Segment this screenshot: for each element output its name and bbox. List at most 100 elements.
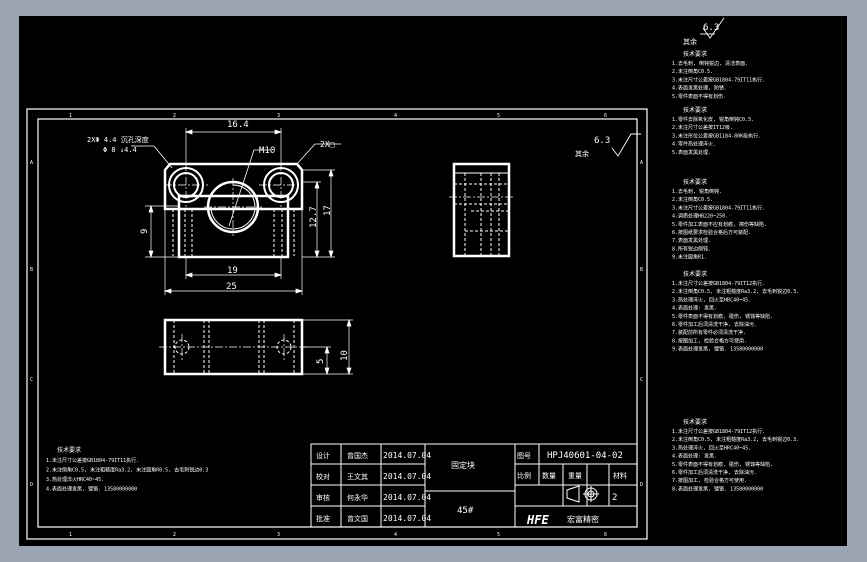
side-note-line: 3.未注尺寸公差按GB1804-79IT11执行. (672, 204, 765, 211)
side-note-line: 1.未注尺寸公差按GB1804-79IT12执行. (672, 280, 765, 287)
title-block (310, 443, 638, 528)
side-note-line: 9.表面处理发黑, 镀铬. 13580000000 (672, 346, 763, 353)
side-note-line: 2.未注倒角C0.5. (672, 68, 713, 75)
side-note-line: 7.装配前所有零件必须清洗干净. (672, 329, 746, 336)
zone-column-top: 2 (173, 113, 176, 119)
top-view (159, 318, 353, 376)
side-note-line: 9.未注圆角R1. (672, 254, 707, 261)
zone-row-left: A (30, 160, 33, 166)
side-view (449, 162, 514, 258)
zone-column-bottom: 1 (69, 532, 72, 538)
projection-symbol (566, 485, 599, 503)
zone-column-bottom: 3 (277, 532, 280, 538)
note-line: 4.表面处理发黑, 镀铬. 13580000000 (46, 486, 137, 493)
zone-row-right: D (640, 482, 643, 488)
note-title: 技术要求 (57, 446, 81, 454)
sheet-number: 2 (612, 493, 617, 503)
side-note-line: 1.零件去除氧化皮, 锐角倒钝C0.5. (672, 116, 754, 123)
zone-column-top: 5 (497, 113, 500, 119)
roughness-main-value: 6.3 (594, 136, 610, 146)
roughness-main-label: 其余 (575, 149, 589, 158)
part-name: 固定块 (451, 460, 475, 470)
note-line: 2.未注倒角C0.5, 未注粗糙度Ra3.2, 未注圆角R0.5, 去毛刺锐边0… (46, 467, 208, 474)
dim-thread: M10 (259, 146, 275, 156)
side-note-line: 5.零件表面不得有划痕, 碰伤, 锈蚀等缺陷. (672, 461, 773, 468)
title-date: 2014.07.04 (383, 493, 431, 502)
zone-row-right: A (640, 160, 643, 166)
title-role: 设计 (316, 451, 330, 460)
side-note-line: 4.表面处理: 发黑. (672, 305, 717, 312)
side-note-line: 4.表面发黑处理, 防锈. (672, 85, 727, 92)
side-note-line: 5.零件加工表面不应有划痕, 擦伤等缺陷. (672, 221, 767, 228)
title-role: 批准 (316, 514, 330, 523)
dim-counterbore-depth: Φ 8 ↓4.4 (103, 146, 137, 154)
note-line: 3.热处理淬火HRC40~45. (46, 476, 104, 483)
note-line: 1.未注尺寸公差按GB1804-79IT11执行. (46, 457, 139, 464)
side-note-line: 8.所有锐边倒钝. (672, 245, 711, 252)
side-note-line: 2.未注尺寸公差按IT12级. (672, 124, 733, 131)
company-logo: HFE (526, 513, 549, 527)
zone-column-top: 1 (69, 113, 72, 119)
side-note-line: 2.未注倒角C0.5, 未注粗糙度Ra3.2, 去毛刺锐边0.3. (672, 436, 799, 443)
front-view (131, 128, 341, 295)
material: 45# (457, 506, 474, 516)
side-note-line: 5.零件表面不得有划伤. (672, 93, 726, 100)
title-name: 曾国杰 (347, 451, 368, 460)
title-role: 校对 (316, 472, 330, 481)
side-note-line: 3.热处理淬火, 回火至HRC40~45. (672, 296, 751, 303)
zone-column-bottom: 4 (394, 532, 397, 538)
title-role: 审核 (316, 493, 330, 502)
zone-row-right: C (640, 377, 643, 383)
dim-width-inner: 19 (227, 266, 238, 276)
side-note-line: 8.按图加工, 检验合格方可使用. (672, 337, 747, 344)
zone-row-right: B (640, 267, 643, 273)
dim-bottom-height: 10 (340, 350, 350, 361)
side-note-line: 7.表面发黑处理. (672, 237, 711, 244)
roughness-symbol-main (611, 133, 641, 157)
dim-left-height: 9 (140, 229, 150, 234)
side-note-title: 技术要求 (683, 106, 707, 114)
title-header: 比例 (517, 471, 531, 480)
side-note-line: 4.调质处理HB220~250. (672, 213, 728, 220)
drawing-number-label: 图号 (517, 452, 531, 460)
title-name: 曾文国 (347, 514, 368, 523)
zone-row-left: C (30, 377, 33, 383)
roughness-side-label: 其余 (683, 37, 697, 46)
side-note-line: 6.零件加工后须清洗干净, 去除油污. (672, 321, 757, 328)
side-note-line: 1.去毛刺, 锐角倒钝. (672, 188, 722, 195)
side-note-line: 6.按图纸要求检验合格后方可装配. (672, 229, 751, 236)
dim-chamfer: 2X□ (320, 140, 335, 149)
zone-column-bottom: 2 (173, 532, 176, 538)
zone-row-left: B (30, 267, 33, 273)
title-header: 重量 (568, 472, 582, 480)
side-note-line: 8.表面处理发黑, 镀铬. 13580000000 (672, 485, 763, 492)
side-note-line: 3.热处理淬火, 回火至HRC40~45. (672, 444, 751, 451)
side-note-line: 4.表面处理: 发黑. (672, 453, 717, 460)
side-note-line: 1.未注尺寸公差按GB1804-79IT12执行. (672, 428, 765, 435)
side-note-line: 7.按图加工, 检验合格方可使用. (672, 477, 747, 484)
zone-row-left: D (30, 482, 33, 488)
side-note-line: 5.零件表面不得有划痕, 碰伤, 锈蚀等缺陷. (672, 313, 773, 320)
drawing-number: HPJ40601-04-02 (547, 451, 623, 461)
title-name: 王文其 (347, 472, 368, 481)
dim-height-inner: 12.7 (309, 206, 319, 228)
title-date: 2014.07.04 (383, 472, 431, 481)
title-date: 2014.07.04 (383, 451, 431, 460)
side-note-line: 3.未注尺寸公差按GB1804-79IT11执行. (672, 76, 765, 83)
zone-column-top: 6 (604, 113, 607, 119)
side-note-line: 3.未注形位公差按GB1184-80K级执行. (672, 132, 761, 139)
dim-width-outer: 25 (226, 282, 237, 292)
dim-height-outer: 17 (323, 205, 333, 216)
side-note-title: 技术要求 (683, 178, 707, 186)
dim-counterbore: 2XΦ 4.4 沉孔深度 (87, 135, 149, 144)
zone-column-top: 4 (394, 113, 397, 119)
side-note-line: 4.零件热处理淬火. (672, 141, 716, 148)
side-note-line: 6.零件加工后须清洗干净, 去除油污. (672, 469, 757, 476)
side-note-title: 技术要求 (683, 418, 707, 426)
side-note-line: 2.未注倒角C0.5. (672, 196, 713, 203)
